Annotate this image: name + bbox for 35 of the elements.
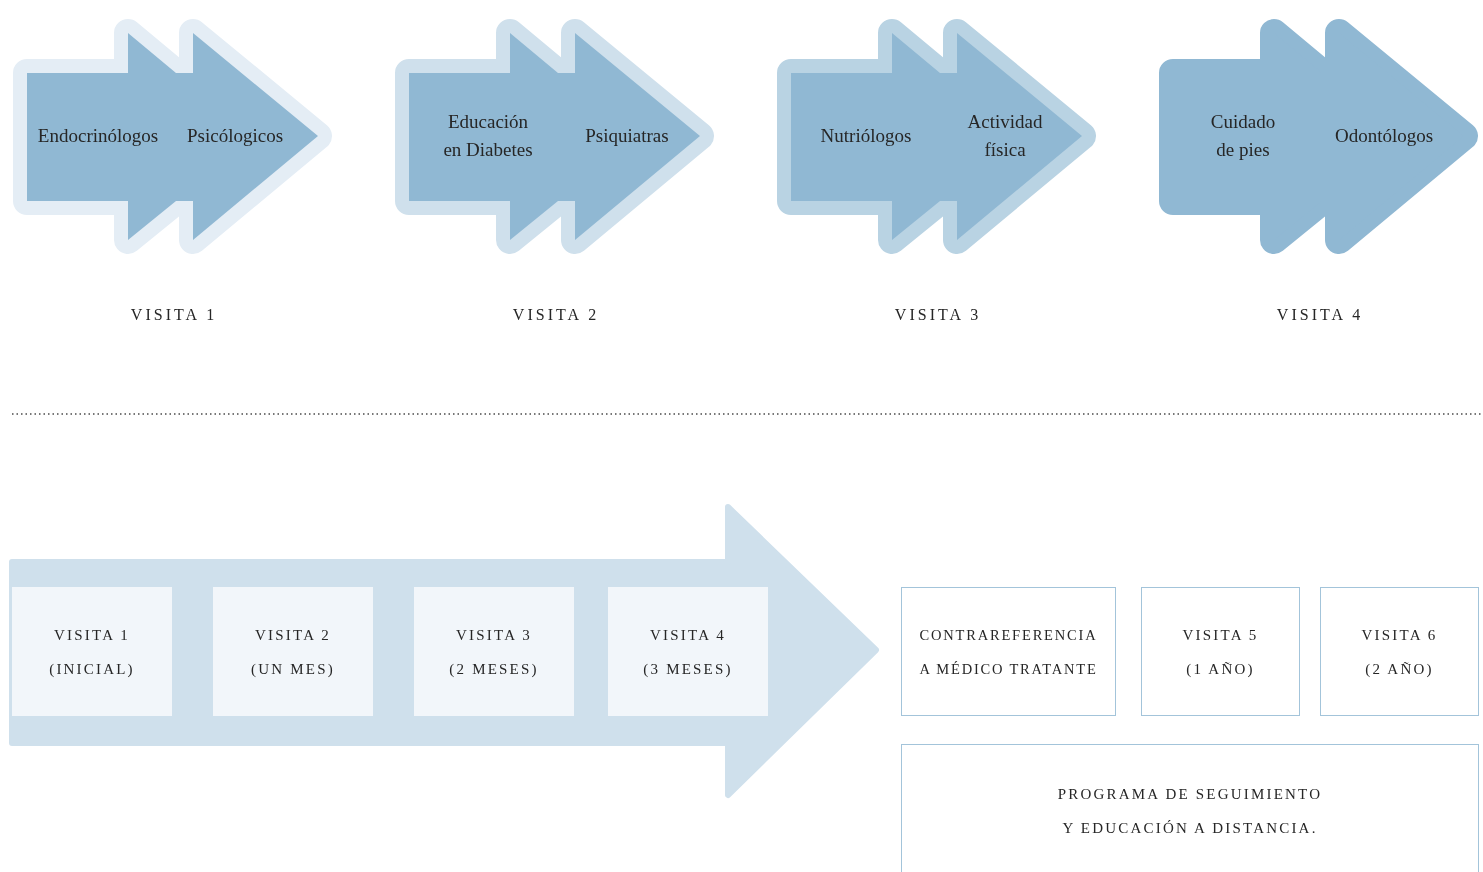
visit-period: (2 AÑO)	[1365, 659, 1434, 679]
visit-title: VISITA 3	[456, 625, 532, 645]
visit-box	[608, 587, 768, 716]
visit-period: (3 MESES)	[643, 659, 733, 679]
outlined-box	[901, 587, 1116, 716]
visit-box	[414, 587, 574, 716]
visit-period: (1 AÑO)	[1186, 659, 1255, 679]
arrow-label: Educación en Diabetes	[442, 110, 534, 162]
visit-caption: VISITA 1	[130, 306, 218, 324]
timeline-arrow	[12, 503, 882, 799]
visit-period: (2 MESES)	[449, 659, 539, 679]
box-text: CONTRAREFERENCIA A MÉDICO TRATANTE	[918, 625, 1099, 679]
visit-title: VISITA 5	[1182, 625, 1259, 645]
outlined-box	[1320, 587, 1479, 716]
arrow-label: Endocrinólogos	[37, 124, 159, 148]
arrow-label: Cuidado de pies	[1209, 110, 1277, 162]
arrow-label: Actividad física	[966, 110, 1044, 162]
visit-title: VISITA 1	[54, 625, 130, 645]
visit-caption: VISITA 2	[512, 306, 600, 324]
visit-period: (INICIAL)	[49, 659, 135, 679]
arrow-label: Psiquiatras	[585, 124, 669, 148]
arrow-label: Psicólogicos	[186, 124, 284, 148]
box-text: PROGRAMA DE SEGUIMIENTO Y EDUCACIÓN A DISTANCIA.	[1056, 785, 1324, 838]
arrow-label: Odontólogos	[1334, 124, 1434, 148]
visit-caption: VISITA 3	[894, 306, 982, 324]
visit-caption: VISITA 4	[1276, 306, 1364, 324]
visit-title: VISITA 2	[255, 625, 331, 645]
outlined-box	[901, 744, 1479, 872]
visit-period: (UN MES)	[251, 659, 335, 679]
arrow-label: Nutriólogos	[820, 124, 912, 148]
visit-box	[213, 587, 373, 716]
visit-title: VISITA 6	[1361, 625, 1438, 645]
outlined-box	[1141, 587, 1300, 716]
visit-title: VISITA 4	[650, 625, 726, 645]
visit-box	[12, 587, 172, 716]
